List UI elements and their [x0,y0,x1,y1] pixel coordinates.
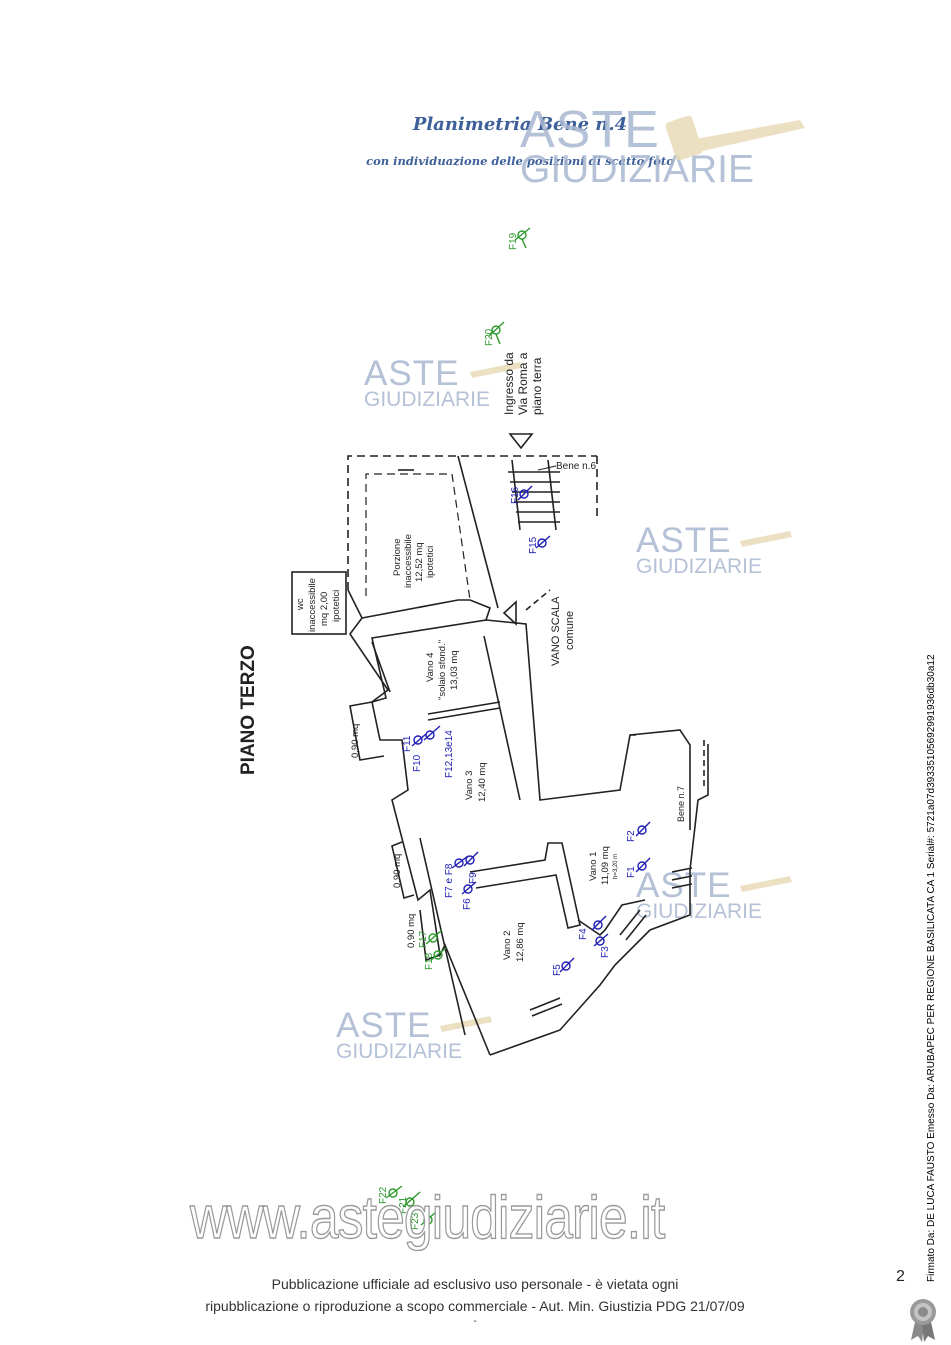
photo-label: F22 [378,1186,389,1204]
photo-label: F6 [462,898,473,910]
photo-label: F10 [412,754,423,772]
entry-label: Ingresso da Via Roma a piano terra [502,352,544,415]
photo-label: F11 [402,735,413,752]
photo-label: F15 [528,536,539,554]
svg-text:ipotetici: ipotetici [331,590,342,622]
photo-label: F5 [552,964,563,976]
photo-label: F9 [468,872,479,884]
svg-text:11,09 mq: 11,09 mq [600,846,611,885]
page-subtitle: con individuazione delle posizioni di sc… [366,154,674,168]
footer-line-1: Pubblicazione ufficiale ad esclusivo uso… [271,1276,679,1292]
wc-label: wc inaccessibile mq 2,00 ipotetici [295,578,342,632]
watermark-aste-text: ASTE [520,101,660,159]
svg-text:13,03 mq: 13,03 mq [449,650,460,690]
svg-text:12,40 mq: 12,40 mq [477,762,488,802]
gavel-watermark-icon [440,115,805,1032]
balcony-area-label: 0,90 mq [350,724,361,758]
svg-text:piano terra: piano terra [530,357,544,415]
page-title: Planimetria Bene n.4 [412,114,628,135]
digital-signature-text: Firmato Da: DE LUCA FAUSTO Emesso Da: AR… [926,654,937,1282]
photo-label: F4 [578,928,589,940]
page-number: 2 [896,1268,905,1285]
balcony-area-label: 0,90 mq [406,914,417,948]
photo-label: F21 [398,1196,409,1214]
photo-label: F16 [510,486,521,504]
bene6-label: Bene n.6 [556,461,596,472]
photo-label: F7 e F8 [444,863,455,898]
svg-text:12,86 mq: 12,86 mq [515,922,526,962]
vano3-label: Vano 3 12,40 mq [464,762,488,802]
svg-text:wc: wc [295,598,306,611]
photo-label: F12,13e14 [444,730,455,778]
footer-dash: - [473,1316,477,1327]
bene7-label: Bene n.7 [676,786,686,822]
porzione-label: Porzione inaccessibile 12,52 mq ipotetic… [392,534,436,588]
balcony-area-label: 0,90 mq [392,854,403,888]
svg-text:Vano 4: Vano 4 [425,653,436,682]
photo-label: F17 [418,930,429,948]
vano2-label: Vano 2 12,86 mq [502,922,526,962]
photo-label: F3 [600,946,611,958]
svg-text:VANO SCALA: VANO SCALA [550,596,562,666]
svg-text:ipotetici: ipotetici [425,546,436,578]
svg-text:h=3,20 m: h=3,20 m [613,854,619,879]
photo-label: F20 [484,328,495,346]
watermark-logo: ASTE GIUDIZIARIE [364,354,491,411]
photo-label: F2 [626,830,637,842]
vano4-label: Vano 4 "solaio sfond." 13,03 mq [425,640,460,700]
photo-label: F18 [424,952,435,970]
svg-text:comune: comune [564,611,576,650]
floor-label: PIANO TERZO [238,645,259,775]
vano-scala-label: VANO SCALA comune [550,596,576,666]
watermark-logo: ASTE GIUDIZIARIE [636,521,763,578]
photo-label: F1 [626,866,637,878]
watermark-logo: ASTE GIUDIZIARIE [336,1006,463,1063]
vano1-label: Vano 1 11,09 mq h=3,20 m [588,846,619,885]
svg-text:Via Roma a: Via Roma a [516,352,530,415]
svg-text:Vano 2: Vano 2 [502,931,513,960]
svg-text:12,52 mq: 12,52 mq [414,542,425,582]
svg-text:Porzione: Porzione [392,539,403,577]
svg-text:inaccessibile: inaccessibile [307,578,318,632]
svg-text:Vano 1: Vano 1 [588,852,599,881]
svg-text:Bene n.7: Bene n.7 [676,786,686,822]
svg-text:mq 2,00: mq 2,00 [319,592,330,626]
svg-text:"solaio sfond.": "solaio sfond." [437,640,448,700]
watermark-logo-top: ASTE GIUDIZIARIE [520,104,754,189]
svg-text:Vano 3: Vano 3 [464,771,475,800]
photo-label: F23 [410,1212,421,1230]
watermark-giudiziarie-text: GIUDIZIARIE [520,148,755,191]
photo-label: F19 [508,232,519,250]
svg-text:inaccessibile: inaccessibile [403,534,414,588]
footer-line-2: ripubblicazione o riproduzione a scopo c… [205,1298,745,1314]
svg-text:Ingresso da: Ingresso da [502,352,516,415]
watermark-site-url: www.astegiudiziarie.it [189,1183,665,1251]
seal-icon [910,1299,936,1342]
